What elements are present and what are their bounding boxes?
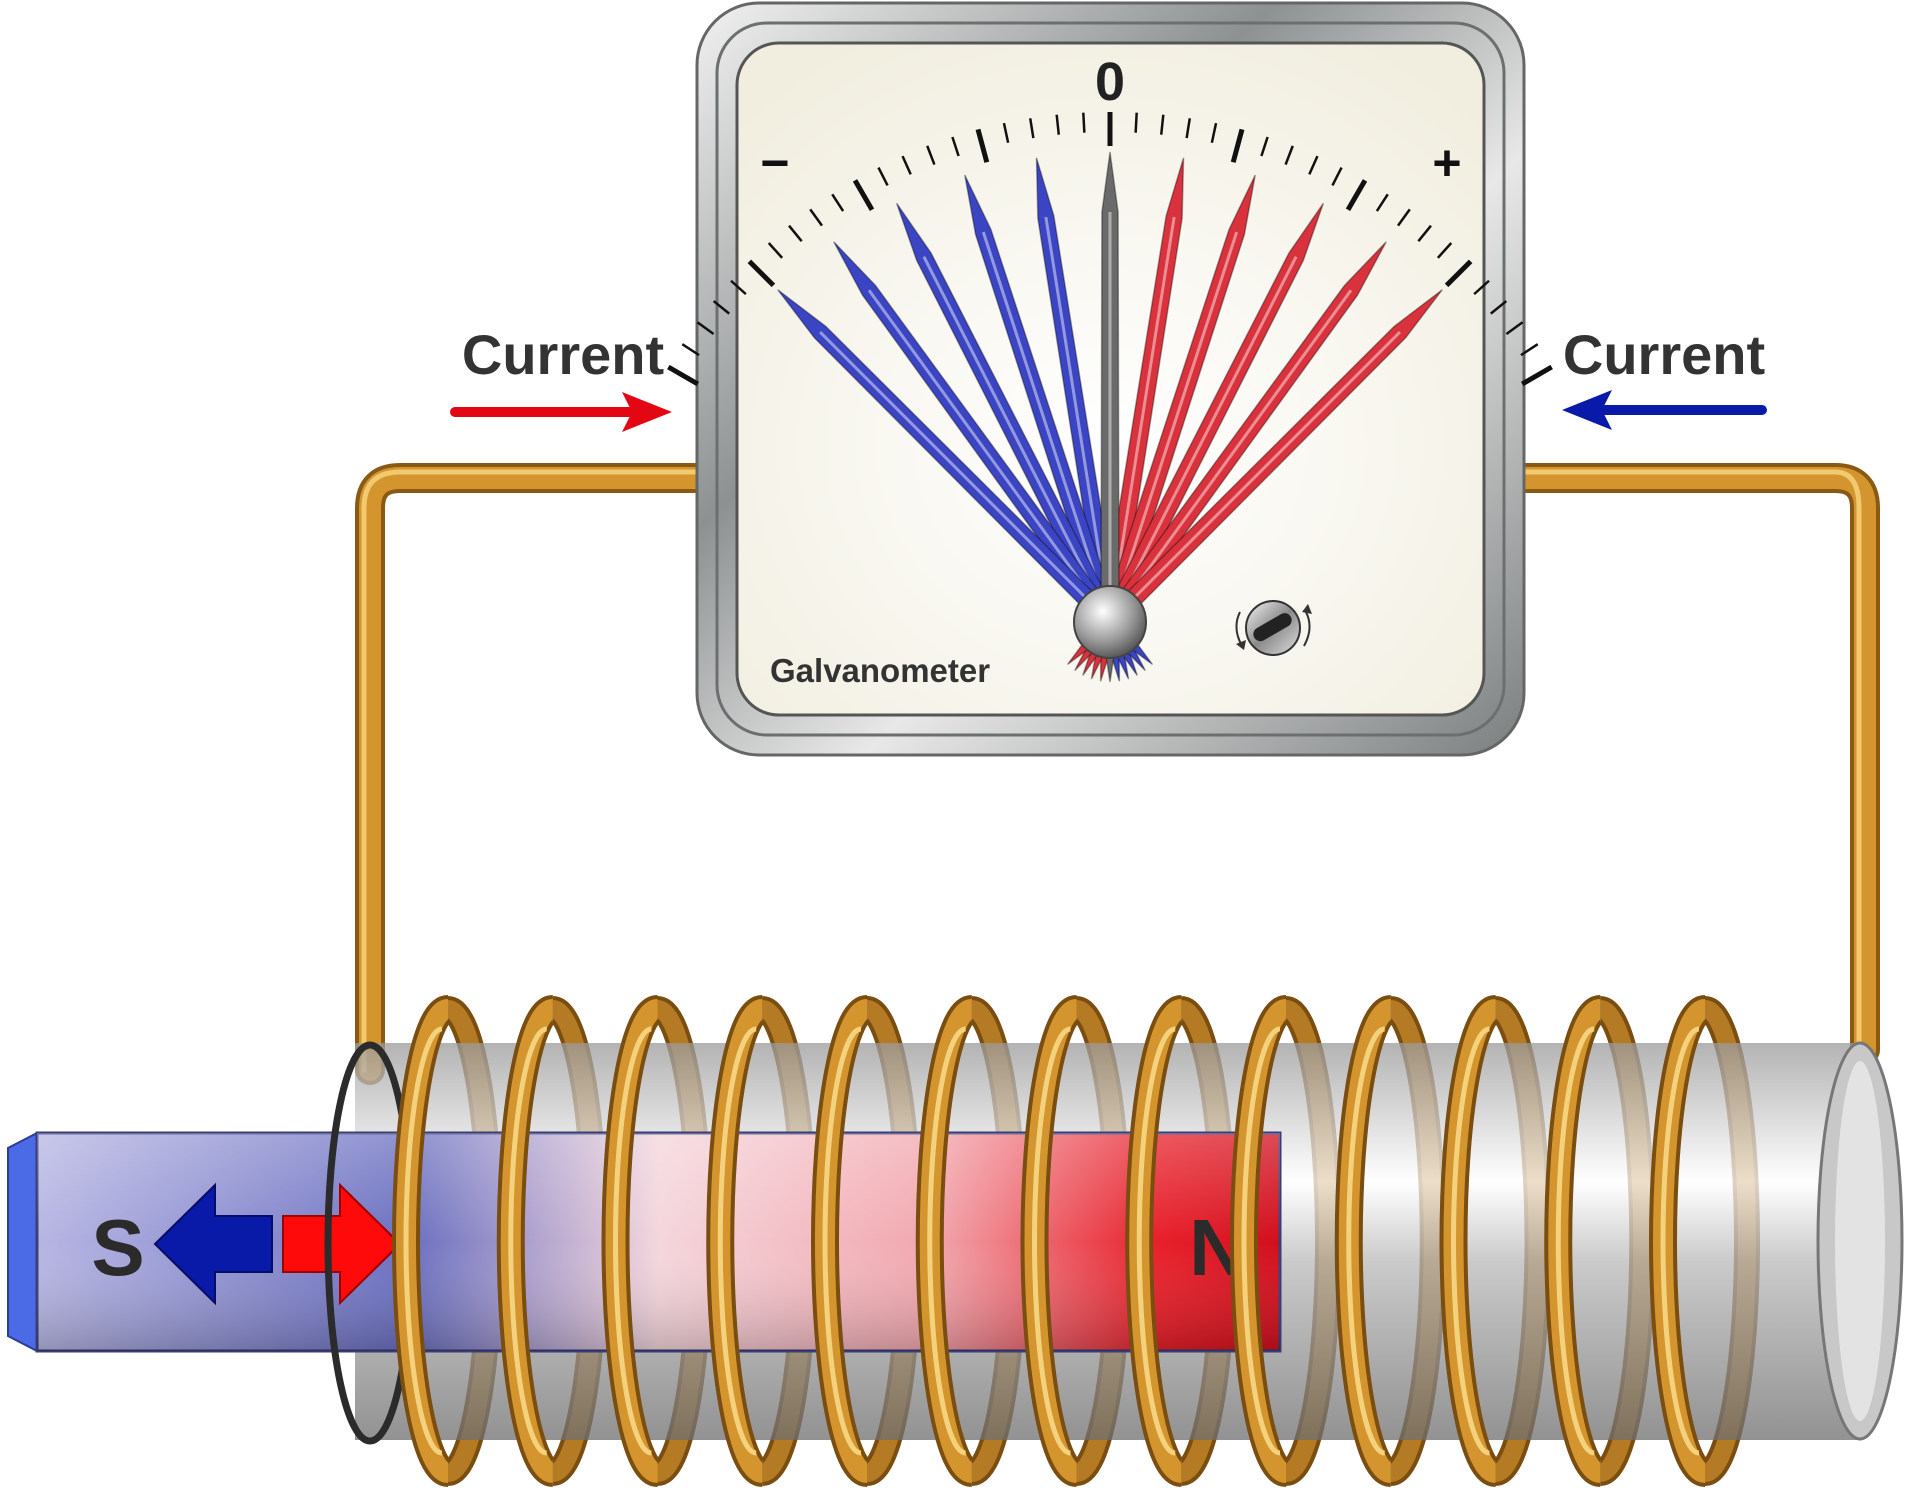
- minor-tick: [809, 208, 823, 227]
- current-indicator-left: Current: [450, 323, 672, 432]
- minor-tick: [1505, 321, 1524, 335]
- south-pole-label: S: [91, 1203, 144, 1292]
- motion-arrow-right-icon: [282, 1182, 402, 1306]
- minor-tick: [696, 321, 715, 335]
- motion-arrow-left-icon: [153, 1182, 273, 1306]
- minor-tick: [1082, 112, 1086, 133]
- minor-tick: [1260, 136, 1269, 157]
- current-label-left: Current: [462, 323, 664, 386]
- dial-scale: [667, 112, 1553, 387]
- minor-tick: [1028, 118, 1035, 139]
- zero-label: 0: [1095, 52, 1125, 112]
- major-tick: [747, 259, 776, 288]
- minor-tick: [1159, 114, 1165, 135]
- minor-tick: [1210, 122, 1218, 143]
- major-tick: [667, 364, 700, 387]
- minor-tick: [1284, 145, 1294, 165]
- circuit-wire: [355, 463, 1880, 1085]
- minor-tick: [1002, 122, 1010, 143]
- major-tick: [975, 128, 990, 163]
- minor-tick: [1055, 114, 1061, 135]
- minor-tick: [951, 136, 960, 157]
- minor-tick: [1520, 343, 1539, 357]
- minor-tick: [1185, 118, 1192, 139]
- coil-front-turns: [392, 995, 1709, 1487]
- minor-tick: [1134, 112, 1138, 133]
- minor-tick: [926, 145, 936, 165]
- minor-tick: [767, 242, 784, 259]
- major-tick: [1520, 364, 1553, 387]
- current-label-right: Current: [1563, 323, 1765, 386]
- minor-tick: [712, 300, 730, 315]
- minor-tick: [1308, 155, 1319, 175]
- minor-tick: [730, 279, 747, 296]
- minor-tick: [1473, 279, 1490, 296]
- minor-tick: [831, 193, 845, 212]
- minor-tick: [1331, 167, 1343, 186]
- plus-label: +: [1432, 135, 1461, 191]
- zero-adjust-screw: [1235, 600, 1312, 656]
- major-tick: [852, 179, 875, 212]
- major-tick: [1444, 259, 1473, 288]
- needle-pivot: [1073, 585, 1147, 659]
- major-tick: [1230, 128, 1245, 163]
- minor-tick: [901, 155, 912, 175]
- bar-magnet: S N: [7, 1131, 1282, 1353]
- minor-tick: [1490, 300, 1508, 315]
- galvanometer-label: Galvanometer: [770, 652, 990, 689]
- minor-tick: [877, 167, 889, 186]
- minor-tick: [1417, 224, 1432, 242]
- minor-tick: [1436, 242, 1453, 259]
- current-indicator-right: Current: [1562, 323, 1767, 430]
- minor-tick: [788, 224, 803, 242]
- minus-label: −: [760, 135, 789, 191]
- minor-tick: [1375, 193, 1389, 212]
- galvanometer: 0 − + Galvanometer: [667, 1, 1553, 757]
- minor-tick: [681, 343, 700, 357]
- major-tick: [1345, 179, 1368, 212]
- minor-tick: [1397, 208, 1411, 227]
